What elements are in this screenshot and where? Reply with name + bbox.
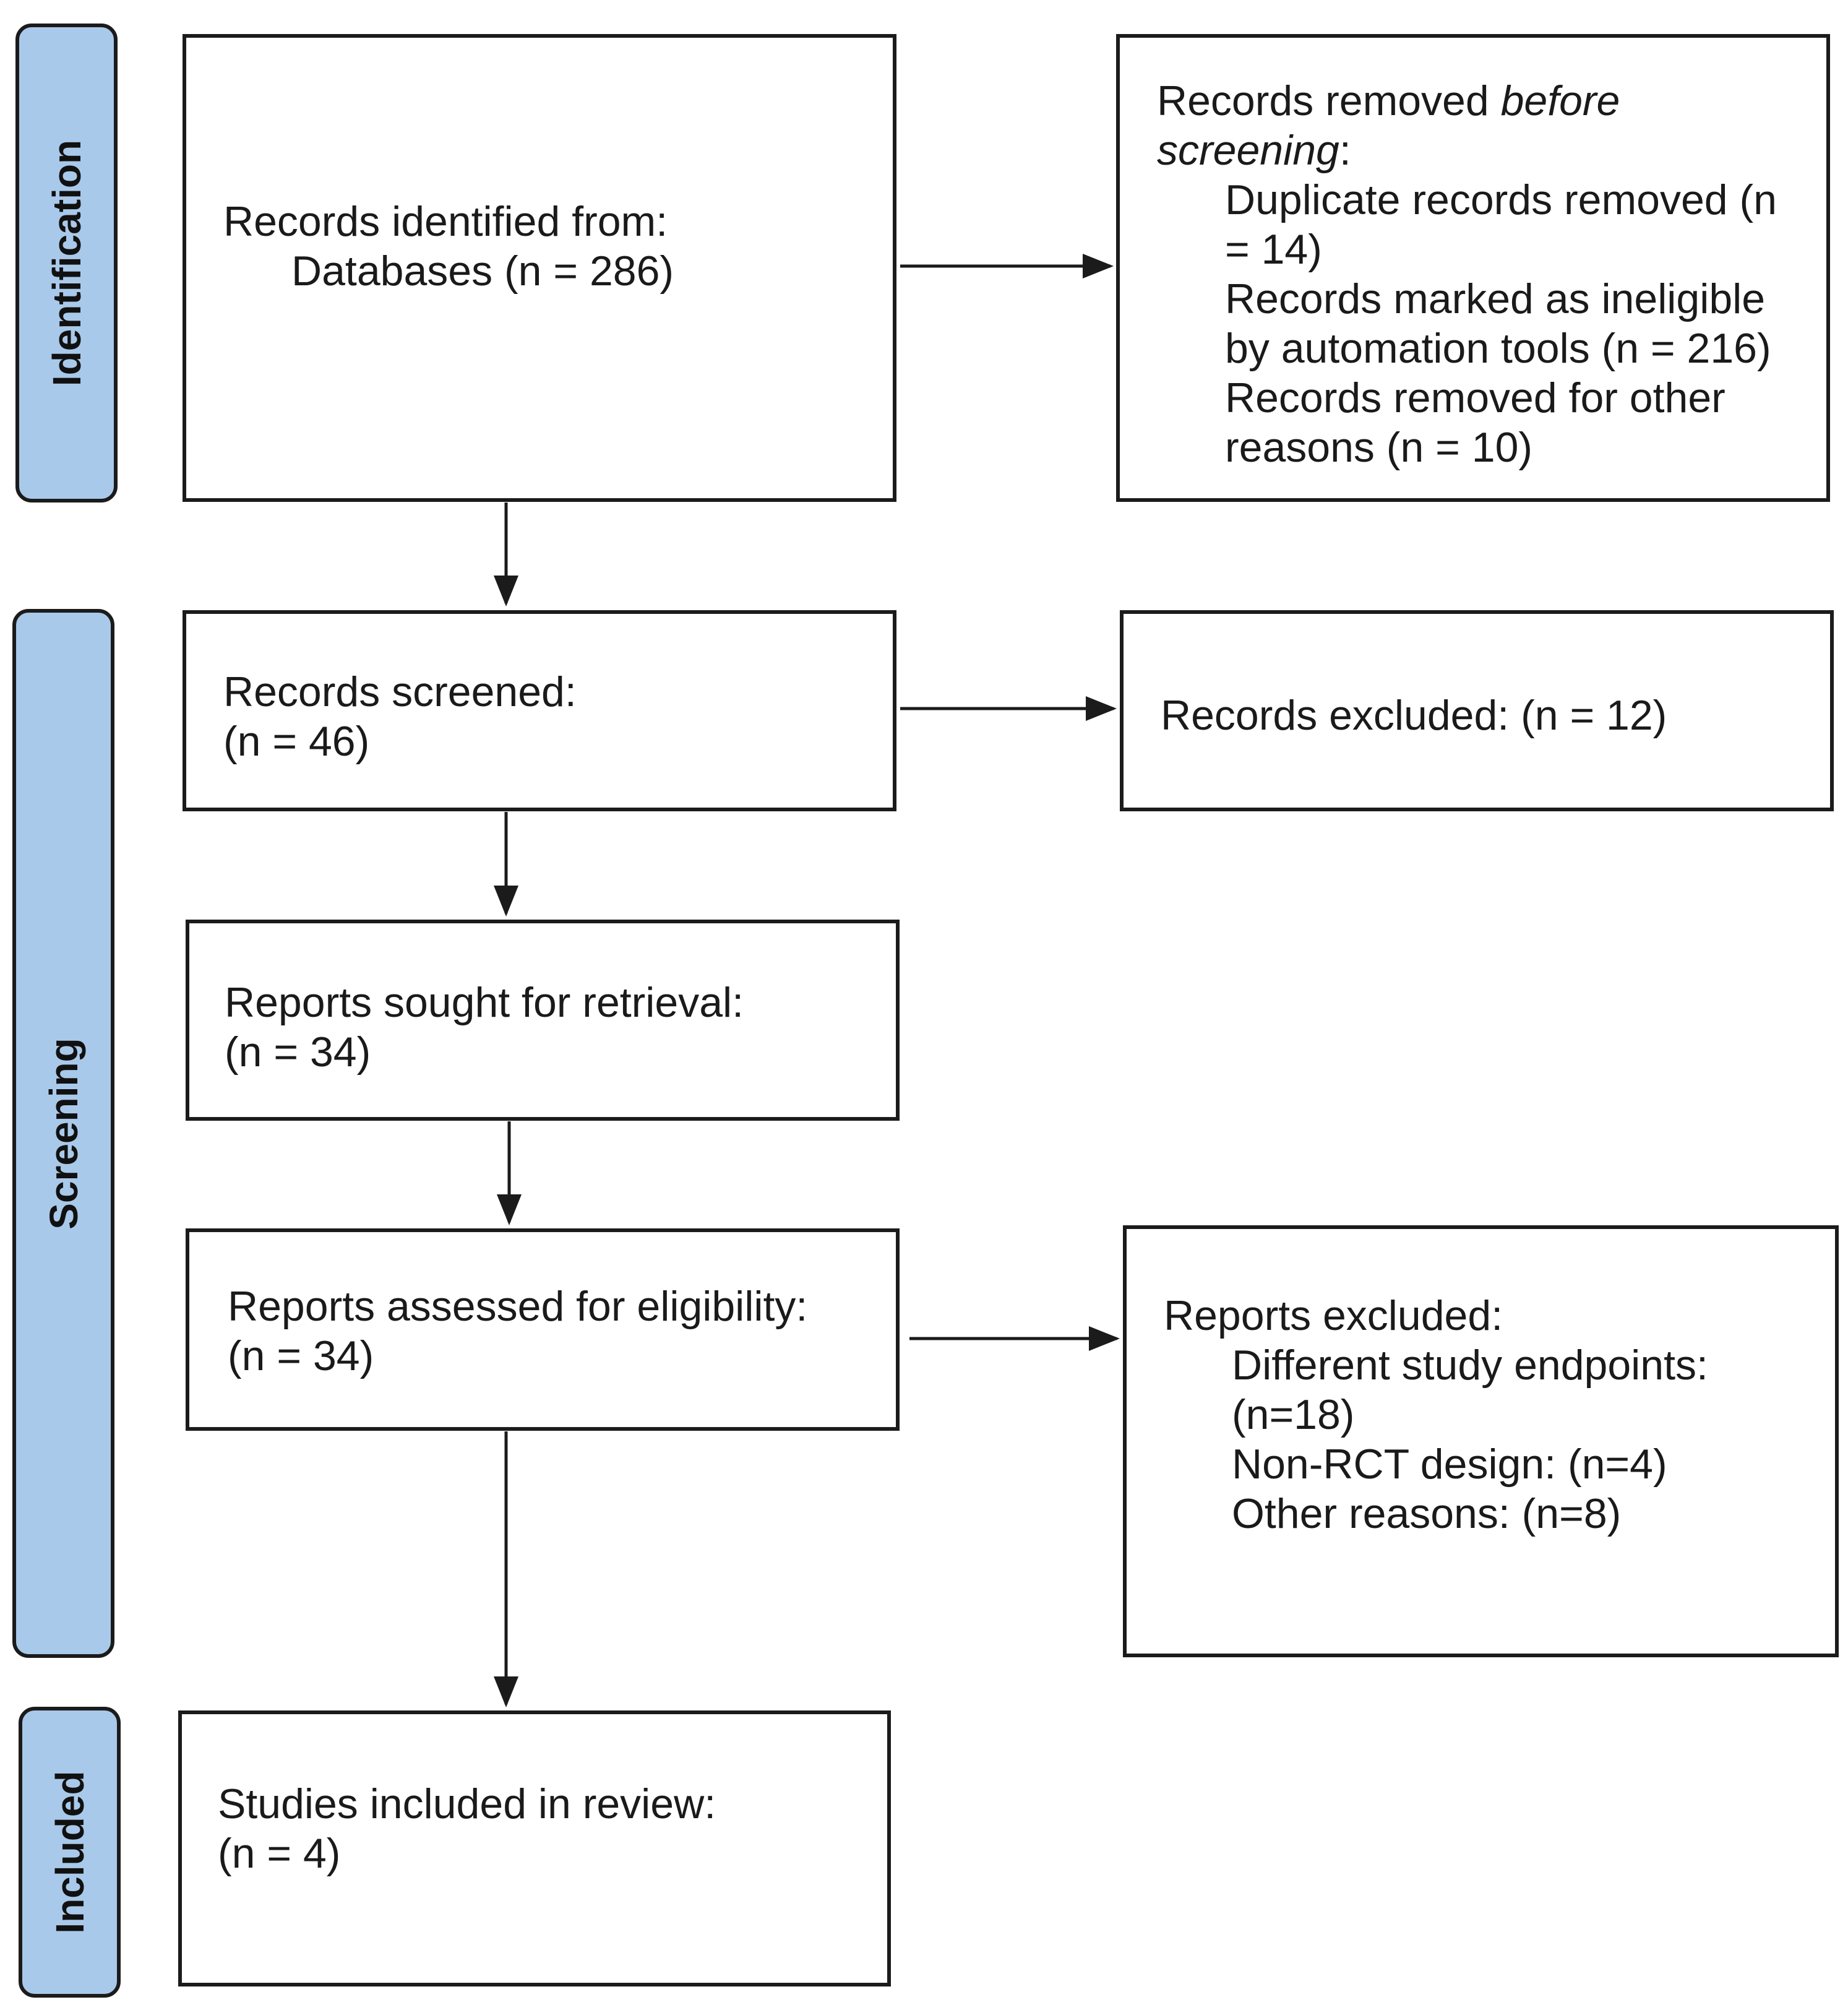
box-records-removed: Records removed before screening: Duplic… [1116, 34, 1830, 502]
records-identified-title: Records identified from: [223, 198, 668, 245]
records-removed-title: Records removed before [1157, 77, 1620, 124]
studies-included-title: Studies included in review: [218, 1780, 716, 1827]
phase-screening: Screening [12, 609, 114, 1658]
reports-assessed-title: Reports assessed for eligibility: [228, 1283, 808, 1330]
box-records-screened: Records screened: (n = 46) [183, 610, 896, 811]
other-reasons: Other reasons: (n=8) [1232, 1490, 1622, 1537]
records-screened-count: (n = 46) [223, 718, 370, 765]
box-studies-included: Studies included in review: (n = 4) [178, 1710, 891, 1986]
endpoints-line2: (n=18) [1232, 1391, 1355, 1438]
endpoints-line1: Different study endpoints: [1232, 1342, 1708, 1389]
other-removed-line1: Records removed for other [1225, 374, 1726, 421]
reports-sought-count: (n = 34) [225, 1029, 371, 1076]
box-records-identified: Records identified from: Databases (n = … [183, 34, 896, 502]
box-records-excluded: Records excluded: (n = 12) [1120, 610, 1834, 811]
phase-identification: Identification [15, 24, 118, 502]
ineligible-line2: by automation tools (n = 216) [1225, 325, 1771, 372]
reports-sought-title: Reports sought for retrieval: [225, 979, 744, 1026]
records-identified-databases: Databases (n = 286) [291, 248, 674, 295]
other-removed-line2: reasons (n = 10) [1225, 424, 1533, 471]
box-reports-sought: Reports sought for retrieval: (n = 34) [186, 920, 900, 1121]
reports-excluded-title: Reports excluded: [1164, 1292, 1503, 1339]
phase-included: Included [19, 1707, 121, 1998]
ineligible-line1: Records marked as ineligible [1225, 275, 1766, 322]
records-screened-title: Records screened: [223, 668, 577, 715]
duplicates-removed-line2: = 14) [1225, 226, 1322, 273]
box-reports-excluded: Reports excluded: Different study endpoi… [1123, 1225, 1839, 1657]
studies-included-count: (n = 4) [218, 1830, 341, 1877]
non-rct-design: Non-RCT design: (n=4) [1232, 1441, 1667, 1488]
duplicates-removed-line1: Duplicate records removed (n [1225, 176, 1777, 223]
records-excluded-text: Records excluded: (n = 12) [1161, 692, 1667, 739]
records-removed-title-cont: screening: [1157, 127, 1351, 174]
box-reports-assessed: Reports assessed for eligibility: (n = 3… [186, 1228, 900, 1431]
reports-assessed-count: (n = 34) [228, 1332, 374, 1379]
